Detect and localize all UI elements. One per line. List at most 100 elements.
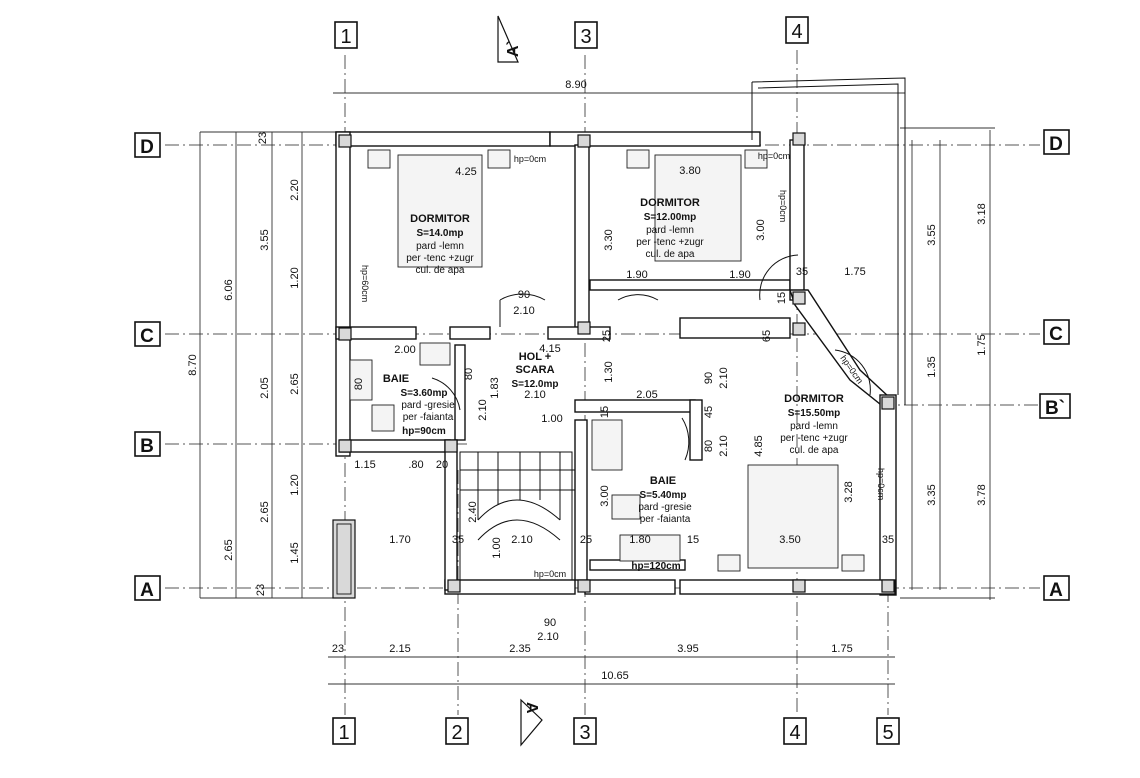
dim-interior: 2.40 — [467, 501, 479, 522]
dimension-text: 8.90 10.65 23 2.15 2.35 3.95 1.75 8.70 6… — [187, 79, 988, 682]
dim-interior: 3.50 — [779, 534, 800, 546]
dim-interior: 20 — [436, 459, 448, 471]
room-area: S=15.50mp — [788, 408, 841, 419]
dim-interior: 80 — [353, 378, 365, 390]
dim-interior: 80 — [463, 368, 475, 380]
dim-interior: 4.85 — [753, 435, 765, 456]
axis-label: 3 — [579, 722, 590, 744]
dim-interior: 2.10 — [718, 435, 730, 456]
dim-interior: 1.15 — [354, 459, 375, 471]
dim-interior: 80 — [703, 440, 715, 452]
dim-left: 23 — [255, 584, 267, 596]
room-ceiling: cul. de apa — [416, 265, 465, 276]
dim-interior: 90 — [518, 289, 530, 301]
room-hp: hp=90cm — [402, 426, 446, 437]
axis-label: 1 — [340, 26, 351, 48]
dim-interior: 25 — [601, 330, 613, 342]
axis-label: B — [140, 436, 154, 457]
dim-interior: 3.30 — [603, 229, 615, 250]
dim-interior: 1.90 — [626, 269, 647, 281]
dim-left: 23 — [257, 132, 269, 144]
dimension-lines — [199, 92, 995, 685]
dim-interior: 35 — [452, 534, 464, 546]
room-hp: hp=120cm — [631, 561, 680, 572]
dim-interior: 90 — [544, 617, 556, 629]
dim-right: 1.35 — [926, 356, 938, 377]
dim-right: 3.78 — [976, 484, 988, 505]
dim-interior: 3.00 — [599, 485, 611, 506]
room-area: S=5.40mp — [640, 490, 687, 501]
axis-label: 1 — [338, 722, 349, 744]
room-name-2: SCARA — [515, 364, 554, 376]
dim-interior: 25 — [580, 534, 592, 546]
dim-interior: 35 — [796, 266, 808, 278]
room-floor: pard -lemn — [646, 225, 694, 236]
axis-label: C — [140, 326, 154, 347]
dim-interior: 3.80 — [679, 165, 700, 177]
dim-right: 3.18 — [976, 203, 988, 224]
dim-interior: 2.10 — [537, 631, 558, 643]
axis-label: C — [1049, 324, 1063, 345]
dim-interior: 1.30 — [603, 361, 615, 382]
room-area: S=12.0mp — [512, 379, 559, 390]
room-name: DORMITOR — [410, 213, 470, 225]
room-floor: pard -gresie — [638, 502, 692, 513]
dim-interior: 1.00 — [541, 413, 562, 425]
dim-interior: 2.10 — [513, 305, 534, 317]
dim-left: 1.45 — [289, 542, 301, 563]
axis-label: 5 — [882, 722, 893, 744]
room-name: BAIE — [383, 373, 409, 385]
dim-interior: 3.00 — [755, 219, 767, 240]
dim-interior: 4.25 — [455, 166, 476, 178]
dim-top-total: 8.90 — [565, 79, 586, 91]
dim-right: 1.75 — [976, 334, 988, 355]
dim-interior: 65 — [761, 330, 773, 342]
dim-interior: 1.83 — [489, 377, 501, 398]
dim-interior: 15 — [687, 534, 699, 546]
room-walls: per -tenc +zugr — [406, 253, 474, 264]
dim-interior: 1.80 — [629, 534, 650, 546]
room-floor: pard -lemn — [790, 421, 838, 432]
room-hol-scara: HOL + SCARA S=12.0mp — [512, 351, 559, 390]
room-walls: per -tenc +zugr — [780, 433, 848, 444]
dim-left: 3.55 — [259, 229, 271, 250]
room-walls: per -faianta — [403, 412, 454, 423]
dim-interior: 1.75 — [844, 266, 865, 278]
axis-markers: 1 3 4 1 2 3 4 5 D C B A D C B` A — [134, 16, 1071, 745]
room-area: S=12.00mp — [644, 212, 697, 223]
dim-interior: 1.90 — [729, 269, 750, 281]
section-mark-top: A` — [497, 15, 522, 63]
dim-left: 2.65 — [289, 373, 301, 394]
room-walls: per -tenc +zugr — [636, 237, 704, 248]
hp-label: hp=0cm — [876, 468, 886, 500]
room-dormitor-2: DORMITOR S=12.00mp pard -lemn per -tenc … — [636, 197, 704, 260]
dim-left-outer: 8.70 — [187, 354, 199, 375]
axis-label: D — [140, 137, 154, 158]
dim-interior: 45 — [703, 406, 715, 418]
dim-left: 2.65 — [259, 501, 271, 522]
room-name: BAIE — [650, 475, 676, 487]
room-area: S=14.0mp — [417, 228, 464, 239]
dim-interior: 2.00 — [394, 344, 415, 356]
hp-label: hp=0cm — [534, 569, 566, 579]
hp-label: hp=0cm — [514, 154, 546, 164]
dim-bottom-total: 10.65 — [601, 670, 629, 682]
dim-interior: 15 — [776, 292, 788, 304]
axis-label: 4 — [791, 21, 802, 43]
room-ceiling: cul. de apa — [646, 249, 695, 260]
dim-left: 2.20 — [289, 179, 301, 200]
room-name: DORMITOR — [640, 197, 700, 209]
room-dormitor-3: DORMITOR S=15.50mp pard -lemn per -tenc … — [780, 393, 848, 456]
room-name: HOL + — [519, 351, 552, 363]
dim-interior: 3.28 — [843, 481, 855, 502]
room-name: DORMITOR — [784, 393, 844, 405]
section-label: A` — [505, 40, 522, 57]
dim-interior: 2.10 — [477, 399, 489, 420]
dim-interior: 1.70 — [389, 534, 410, 546]
hp-label: hp=0cm — [758, 151, 790, 161]
axis-label: A — [140, 580, 154, 601]
dim-interior: 2.10 — [718, 367, 730, 388]
dim-bottom: 2.15 — [389, 643, 410, 655]
dim-left: 1.20 — [289, 267, 301, 288]
